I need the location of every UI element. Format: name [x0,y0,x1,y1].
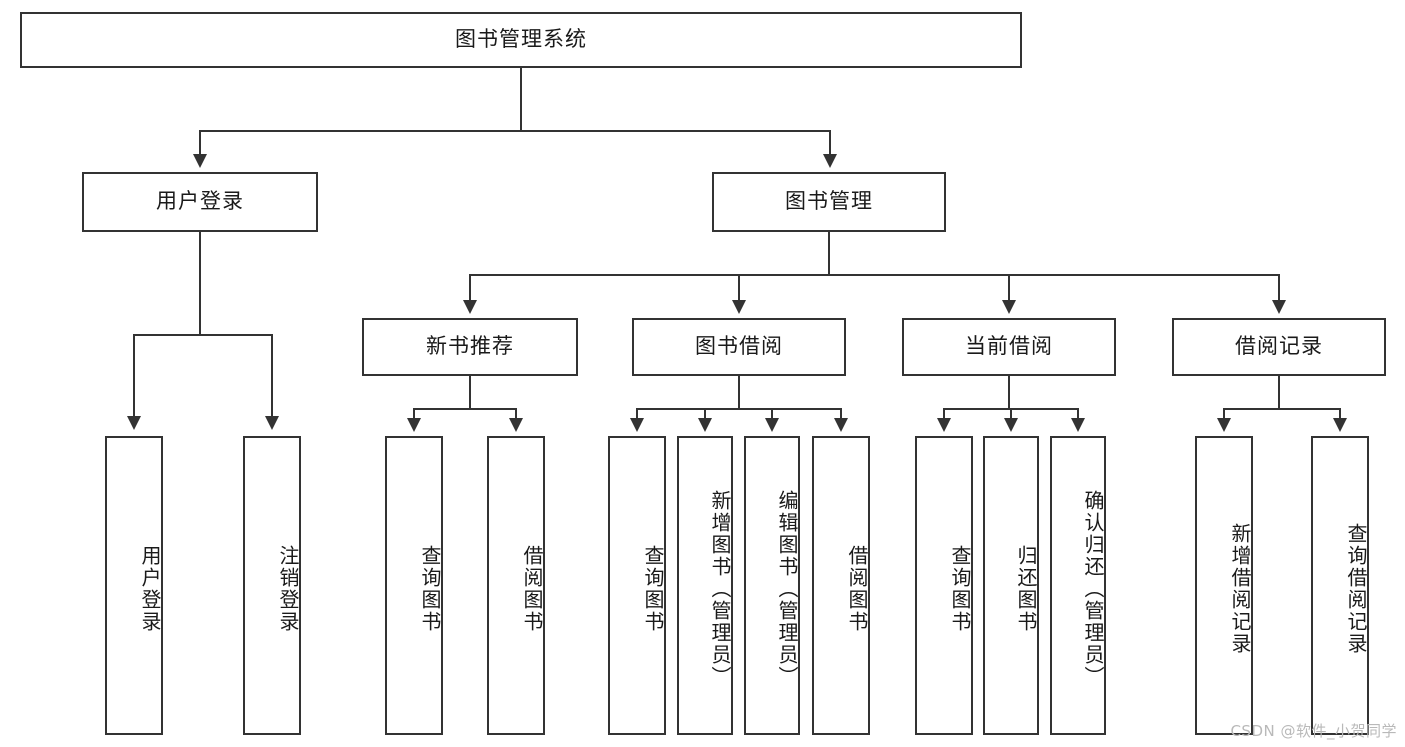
node-user-login-label: 用户登录 [156,189,244,214]
edge-book-manage-stem [828,232,830,276]
edge-book-borrow-to-leaf-3 [771,408,773,420]
arrow-borrow-record-to-leaf-1 [1217,418,1231,432]
node-new-book-rec[interactable]: 新书推荐 [362,318,578,376]
leaf-user-logout-label: 注销登录 [276,544,300,633]
leaf-query-record-label: 查询借阅记录 [1344,522,1368,655]
edge-current-borrow-to-leaf-2 [1010,408,1012,420]
leaf-query-book-3[interactable]: 查询图书 [915,436,973,735]
leaf-confirm-return[interactable]: 确认归还（管理员） [1050,436,1106,735]
arrow-root-to-book-manage [823,154,837,168]
edge-current-borrow-to-leaf-3 [1077,408,1079,420]
node-root-label: 图书管理系统 [455,27,587,52]
arrow-book-manage-to-new-book-rec [463,300,477,314]
leaf-edit-book[interactable]: 编辑图书（管理员） [744,436,800,735]
edge-book-manage-to-current-borrow [1008,274,1010,302]
arrow-user-login-to-leaf-1 [127,416,141,430]
node-book-manage-label: 图书管理 [785,189,873,214]
node-book-manage[interactable]: 图书管理 [712,172,946,232]
edge-book-borrow-to-leaf-4 [840,408,842,420]
node-current-borrow[interactable]: 当前借阅 [902,318,1116,376]
arrow-book-borrow-to-leaf-3 [765,418,779,432]
edge-current-borrow-to-leaf-1 [943,408,945,420]
leaf-add-book-label: 新增图书（管理员） [708,489,732,688]
node-book-borrow-label: 图书借阅 [695,334,783,359]
edge-book-borrow-to-leaf-2 [704,408,706,420]
edge-book-manage-to-borrow-record [1278,274,1280,302]
leaf-add-record-label: 新增借阅记录 [1228,522,1252,655]
edge-root-to-book-manage [829,130,831,156]
edge-new-book-rec-to-leaf-1 [413,408,415,420]
leaf-borrow-book-1-label: 借阅图书 [520,544,544,633]
edge-new-book-rec-stem [469,376,471,410]
edge-root-to-user-login [199,130,201,156]
arrow-new-book-rec-to-leaf-2 [509,418,523,432]
leaf-confirm-return-label: 确认归还（管理员） [1081,489,1105,688]
edge-current-borrow-stem [1008,376,1010,410]
node-root[interactable]: 图书管理系统 [20,12,1022,68]
arrow-borrow-record-to-leaf-2 [1333,418,1347,432]
arrow-new-book-rec-to-leaf-1 [407,418,421,432]
arrow-book-manage-to-current-borrow [1002,300,1016,314]
node-current-borrow-label: 当前借阅 [965,334,1053,359]
leaf-return-book-label: 归还图书 [1014,544,1038,633]
leaf-query-record[interactable]: 查询借阅记录 [1311,436,1369,735]
edge-book-borrow-stem [738,376,740,410]
arrow-book-manage-to-borrow-record [1272,300,1286,314]
edge-book-borrow-bus [636,408,841,410]
leaf-user-login-label: 用户登录 [138,544,162,633]
leaf-query-book-1[interactable]: 查询图书 [385,436,443,735]
leaf-borrow-book-2-label: 借阅图书 [845,544,869,633]
leaf-query-book-2-label: 查询图书 [641,544,665,633]
leaf-user-logout[interactable]: 注销登录 [243,436,301,735]
leaf-query-book-3-label: 查询图书 [948,544,972,633]
edge-root-stem [520,68,522,131]
edge-borrow-record-stem [1278,376,1280,410]
arrow-root-to-user-login [193,154,207,168]
arrow-book-manage-to-book-borrow [732,300,746,314]
edge-new-book-rec-bus [413,408,516,410]
csdn-watermark: CSDN @软件_小贺同学 [1230,722,1397,740]
node-borrow-record-label: 借阅记录 [1235,334,1323,359]
edge-user-login-to-leaf-2 [271,334,273,418]
edge-borrow-record-bus [1223,408,1340,410]
node-new-book-rec-label: 新书推荐 [426,334,514,359]
arrow-current-borrow-to-leaf-1 [937,418,951,432]
node-book-borrow[interactable]: 图书借阅 [632,318,846,376]
leaf-query-book-1-label: 查询图书 [418,544,442,633]
leaf-user-login[interactable]: 用户登录 [105,436,163,735]
leaf-add-record[interactable]: 新增借阅记录 [1195,436,1253,735]
node-borrow-record[interactable]: 借阅记录 [1172,318,1386,376]
leaf-query-book-2[interactable]: 查询图书 [608,436,666,735]
edge-user-login-bus [133,334,272,336]
arrow-book-borrow-to-leaf-2 [698,418,712,432]
edge-borrow-record-to-leaf-1 [1223,408,1225,420]
leaf-borrow-book-2[interactable]: 借阅图书 [812,436,870,735]
arrow-current-borrow-to-leaf-3 [1071,418,1085,432]
arrow-current-borrow-to-leaf-2 [1004,418,1018,432]
edge-borrow-record-to-leaf-2 [1339,408,1341,420]
edge-user-login-stem [199,232,201,336]
node-user-login[interactable]: 用户登录 [82,172,318,232]
edge-book-manage-to-new-book-rec [469,274,471,302]
arrow-book-borrow-to-leaf-4 [834,418,848,432]
edge-book-borrow-to-leaf-1 [636,408,638,420]
leaf-borrow-book-1[interactable]: 借阅图书 [487,436,545,735]
edge-root-bus [199,130,831,132]
leaf-edit-book-label: 编辑图书（管理员） [775,489,799,688]
edge-book-manage-bus [469,274,1280,276]
leaf-return-book[interactable]: 归还图书 [983,436,1039,735]
leaf-add-book[interactable]: 新增图书（管理员） [677,436,733,735]
arrow-book-borrow-to-leaf-1 [630,418,644,432]
edge-new-book-rec-to-leaf-2 [515,408,517,420]
edge-book-manage-to-book-borrow [738,274,740,302]
edge-user-login-to-leaf-1 [133,334,135,418]
arrow-user-login-to-leaf-2 [265,416,279,430]
